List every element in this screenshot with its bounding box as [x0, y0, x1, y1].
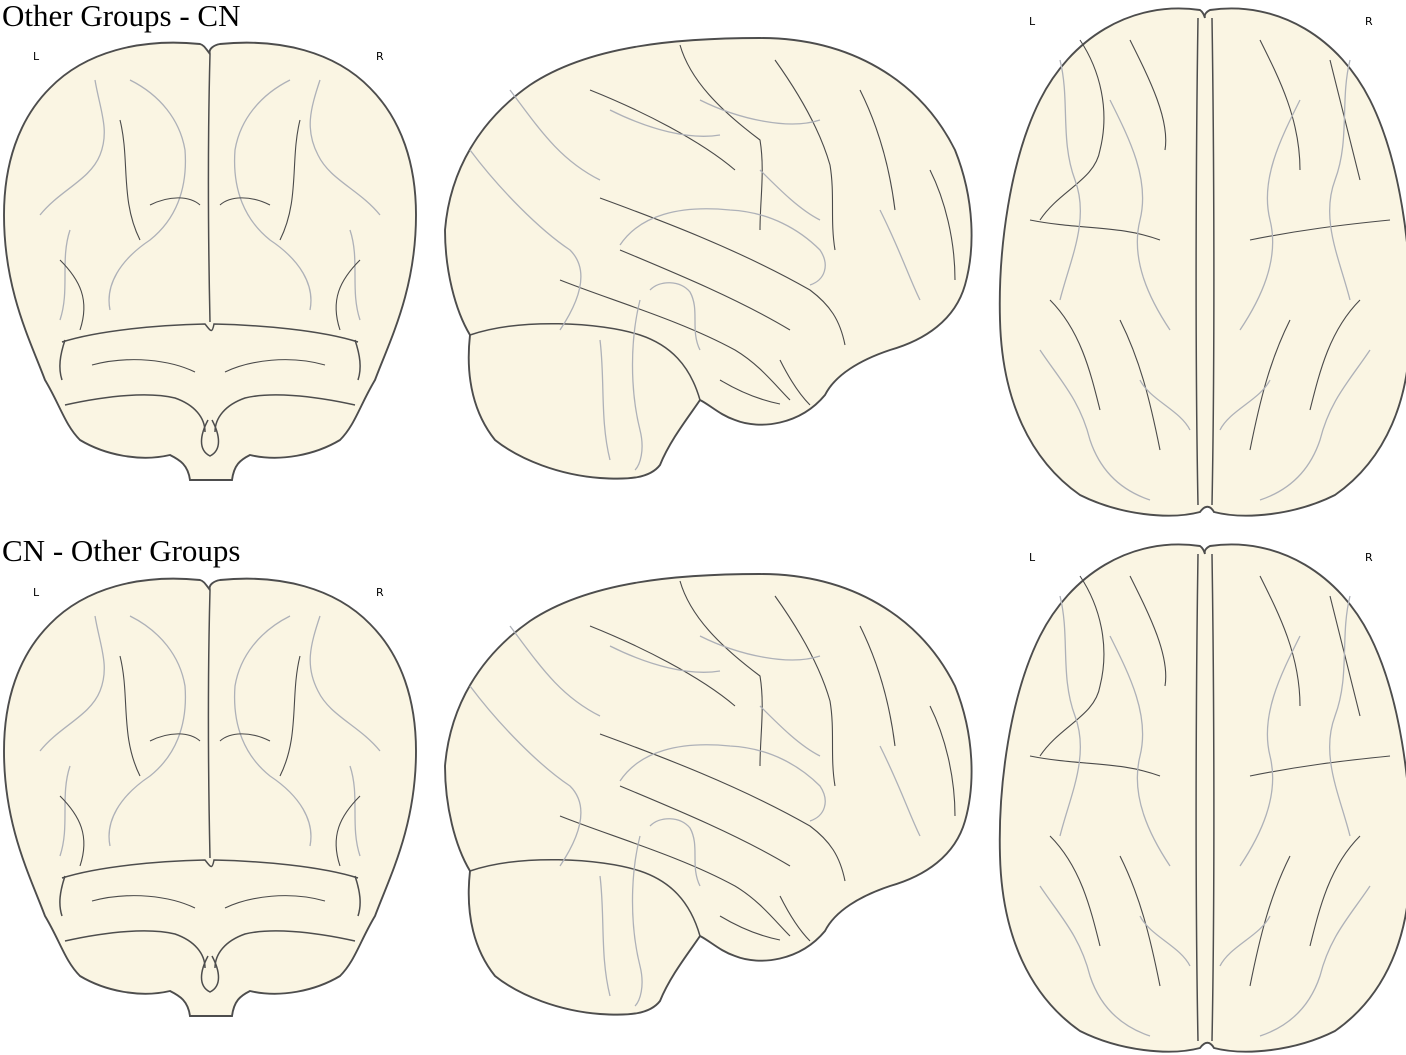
row1-sagittal-view — [444, 37, 973, 480]
row1-coronal-view — [3, 41, 417, 481]
row2-coronal-view — [3, 577, 417, 1017]
row1-coronal-right-label: R — [376, 50, 384, 63]
row2-title: CN - Other Groups — [2, 533, 241, 568]
row2-brain-outlines — [3, 543, 1406, 1053]
row1-axial-left-label: L — [1029, 15, 1036, 28]
row2-coronal-left-label: L — [33, 586, 40, 599]
row2-axial-view — [998, 543, 1406, 1053]
row1-title: Other Groups - CN — [2, 0, 241, 33]
row2-axial-right-label: R — [1365, 551, 1373, 564]
row1-coronal-left-label: L — [33, 50, 40, 63]
row1-brain-outlines — [3, 7, 1406, 517]
row2-coronal-right-label: R — [376, 586, 384, 599]
row2-sagittal-view — [444, 573, 973, 1016]
row1-axial-right-label: R — [1365, 15, 1373, 28]
row1-axial-view — [998, 7, 1406, 517]
row2-axial-left-label: L — [1029, 551, 1036, 564]
